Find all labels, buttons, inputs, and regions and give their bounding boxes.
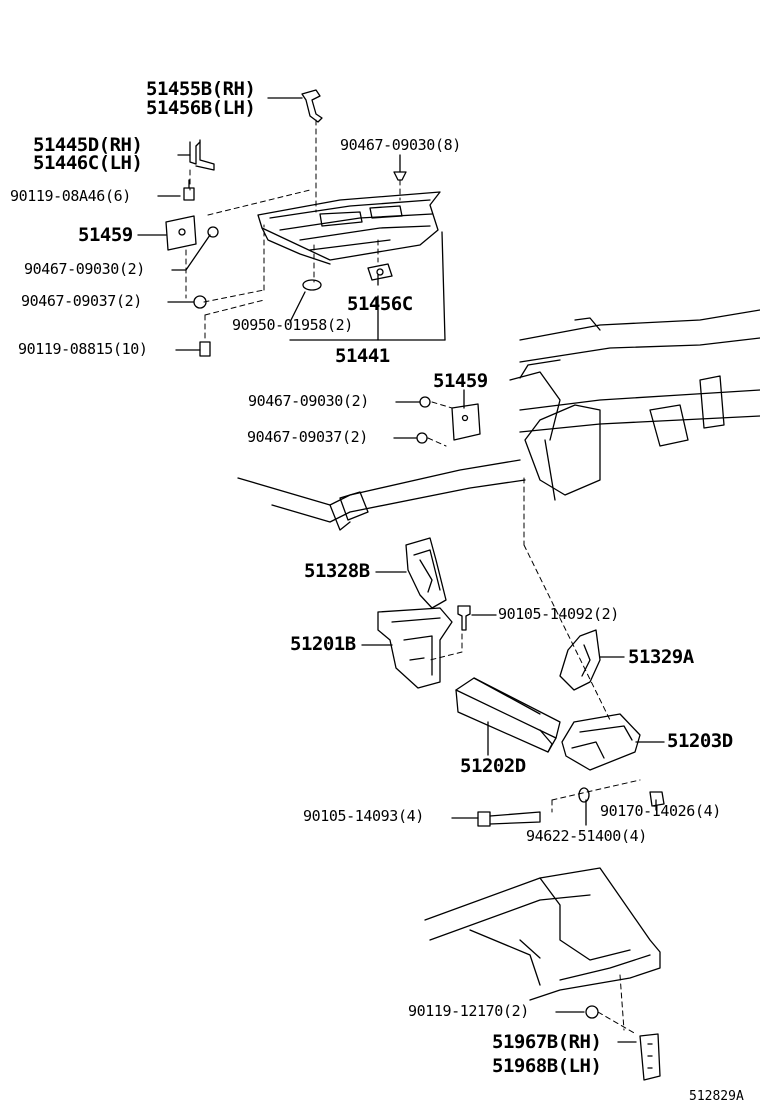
label-51446c: 51446C(LH) — [33, 152, 143, 174]
label-51968b: 51968B(LH) — [492, 1055, 602, 1077]
label-51456b: 51456B(LH) — [146, 97, 256, 119]
label-90467-09030-2-left: 90467-09030(2) — [24, 260, 145, 278]
plate-51459-middle-drawing — [451, 403, 481, 441]
frame-lower-drawing — [424, 867, 661, 1001]
label-51202d: 51202D — [460, 755, 526, 777]
leader-lines — [137, 97, 665, 1043]
bracket-51455b-drawing — [301, 89, 323, 123]
bracket-51328b-drawing — [405, 537, 447, 609]
label-51445d: 51445D(RH) — [33, 134, 143, 156]
label-51203d: 51203D — [667, 730, 733, 752]
undercover-51441-drawing — [257, 191, 441, 265]
label-51329a: 51329A — [628, 646, 694, 668]
label-90467-09037-2-middle: 90467-09037(2) — [247, 428, 368, 446]
bracket-51329a-drawing — [559, 629, 601, 691]
plate-51459-left-drawing — [165, 215, 197, 251]
label-90105-14093: 90105-14093(4) — [303, 807, 424, 825]
label-90105-14092: 90105-14092(2) — [498, 605, 619, 623]
label-94622-51400: 94622-51400(4) — [526, 827, 647, 845]
label-51456c: 51456C — [347, 293, 413, 315]
label-90119-08815: 90119-08815(10) — [18, 340, 148, 358]
label-90119-08a46: 90119-08A46(6) — [10, 187, 131, 205]
label-51328b: 51328B — [304, 560, 370, 582]
dashed-lines — [185, 119, 641, 1035]
label-90950-01958: 90950-01958(2) — [232, 316, 353, 334]
label-90467-09030-8: 90467-09030(8) — [340, 136, 461, 154]
label-90467-09030-2-middle: 90467-09030(2) — [248, 392, 369, 410]
frame-upper-drawing — [237, 309, 760, 531]
bracket-51201b-drawing — [377, 607, 453, 689]
small-fasteners — [183, 171, 665, 1019]
crossmember-51202d-drawing — [455, 677, 561, 753]
bracket-51445d-drawing — [189, 139, 215, 171]
bracket-51203d-drawing — [561, 713, 641, 771]
label-90119-12170: 90119-12170(2) — [408, 1002, 529, 1020]
label-90170-14026: 90170-14026(4) — [600, 802, 721, 820]
label-90467-09037-2-left: 90467-09037(2) — [21, 292, 142, 310]
label-51201b: 51201B — [290, 633, 356, 655]
diagram-code: 512829A — [689, 1089, 744, 1104]
label-51455b: 51455B(RH) — [146, 78, 256, 100]
label-51967b: 51967B(RH) — [492, 1031, 602, 1053]
label-51441: 51441 — [335, 345, 390, 367]
bracket-51967b-drawing — [639, 1033, 661, 1081]
label-51459-left: 51459 — [78, 224, 133, 246]
label-51459-middle: 51459 — [433, 370, 488, 392]
